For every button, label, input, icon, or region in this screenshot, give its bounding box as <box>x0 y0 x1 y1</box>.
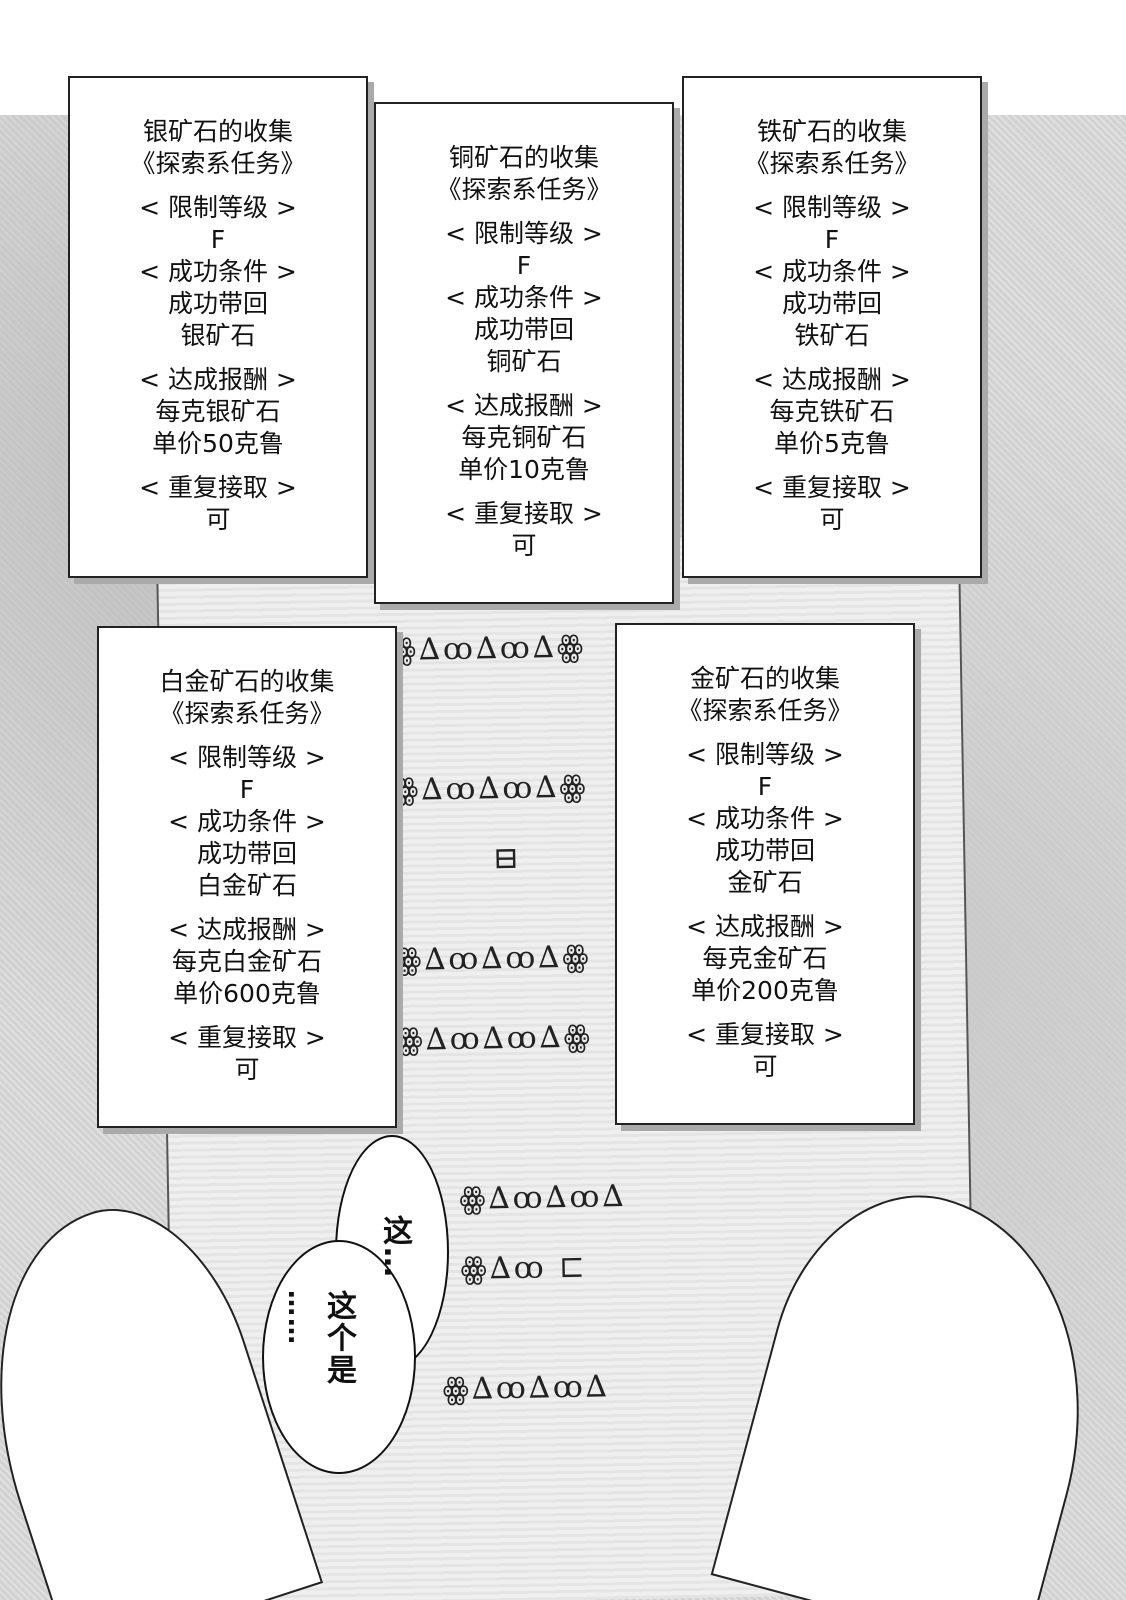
reward-label: < 达成报酬 > <box>686 912 844 941</box>
repeat-label: < 重复接取 > <box>753 473 911 502</box>
reward-text: 每克铜矿石 <box>461 423 587 452</box>
quest-title: 铁矿石的收集 <box>756 117 907 146</box>
repeat-value: 可 <box>819 505 845 534</box>
rune-text: ꙮ∆ꝏ∆ꝏ∆ꙮ <box>389 629 587 669</box>
reward-text: 单价200克鲁 <box>691 976 839 1005</box>
level-label: < 限制等级 > <box>686 740 844 769</box>
level-label: < 限制等级 > <box>168 743 326 772</box>
quest-title: 银矿石的收集 <box>142 117 293 146</box>
quest-card-silver: 银矿石的收集 《探索系任务》 < 限制等级 > F < 成功条件 > 成功带回 … <box>68 76 368 578</box>
speech-ellipsis: …… <box>282 1290 312 1346</box>
condition-label: < 成功条件 > <box>445 283 603 312</box>
rune-text: ꙮ∆ꝏ ⊏ <box>460 1249 588 1287</box>
condition-label: < 成功条件 > <box>139 257 297 286</box>
rune-text: ꙮ∆ꝏ∆ꝏ∆ꙮ <box>396 1019 594 1058</box>
speech-bubble-lower <box>262 1240 416 1474</box>
quest-category: 《探索系任务》 <box>744 149 920 178</box>
repeat-value: 可 <box>205 505 231 534</box>
level-label: < 限制等级 > <box>753 193 911 222</box>
reward-text: 每克铁矿石 <box>769 397 895 426</box>
reward-text: 单价5克鲁 <box>774 429 890 458</box>
reward-text: 每克白金矿石 <box>171 947 322 976</box>
speech-text: 这… <box>377 1215 412 1279</box>
condition-text: 银矿石 <box>180 321 256 350</box>
quest-card-copper: 铜矿石的收集 《探索系任务》 < 限制等级 > F < 成功条件 > 成功带回 … <box>374 102 674 604</box>
repeat-label: < 重复接取 > <box>168 1023 326 1052</box>
condition-text: 成功带回 <box>714 836 815 865</box>
reward-label: < 达成报酬 > <box>753 365 911 394</box>
level-value: F <box>210 225 226 254</box>
quest-category: 《探索系任务》 <box>677 696 853 725</box>
reward-label: < 达成报酬 > <box>139 365 297 394</box>
quest-category: 《探索系任务》 <box>130 149 306 178</box>
quest-title: 铜矿石的收集 <box>448 143 599 172</box>
level-label: < 限制等级 > <box>139 193 297 222</box>
reward-label: < 达成报酬 > <box>168 915 326 944</box>
quest-category: 《探索系任务》 <box>159 699 335 728</box>
level-value: F <box>757 772 773 801</box>
quest-category: 《探索系任务》 <box>436 175 612 204</box>
repeat-label: < 重复接取 > <box>139 473 297 502</box>
level-value: F <box>824 225 840 254</box>
condition-text: 铜矿石 <box>486 347 562 376</box>
condition-text: 成功带回 <box>781 289 882 318</box>
rune-text: ꙮ∆ꝏ∆ꝏ∆ꙮ <box>391 769 589 809</box>
reward-text: 每克金矿石 <box>702 944 828 973</box>
quest-card-gold: 金矿石的收集 《探索系任务》 < 限制等级 > F < 成功条件 > 成功带回 … <box>615 623 915 1125</box>
rune-text: ꙮ∆ꝏ∆ꝏ∆ <box>442 1369 610 1408</box>
condition-text: 白金矿石 <box>196 871 297 900</box>
repeat-value: 可 <box>234 1055 260 1084</box>
reward-text: 单价50克鲁 <box>152 429 284 458</box>
rune-text: ꙮ∆ꝏ∆ꝏ∆ꙮ <box>394 939 592 978</box>
condition-text: 成功带回 <box>167 289 268 318</box>
reward-text: 单价10克鲁 <box>458 455 590 484</box>
condition-text: 铁矿石 <box>794 321 870 350</box>
level-value: F <box>516 251 532 280</box>
quest-card-platinum: 白金矿石的收集 《探索系任务》 < 限制等级 > F < 成功条件 > 成功带回… <box>97 626 397 1128</box>
condition-label: < 成功条件 > <box>168 807 326 836</box>
repeat-label: < 重复接取 > <box>445 499 603 528</box>
reward-text: 每克银矿石 <box>155 397 281 426</box>
condition-label: < 成功条件 > <box>753 257 911 286</box>
rune-text: ⊟ <box>492 840 522 877</box>
level-value: F <box>239 775 255 804</box>
condition-text: 成功带回 <box>473 315 574 344</box>
level-label: < 限制等级 > <box>445 219 603 248</box>
condition-text: 金矿石 <box>727 868 803 897</box>
reward-text: 单价600克鲁 <box>173 979 321 1008</box>
quest-title: 金矿石的收集 <box>689 664 840 693</box>
condition-label: < 成功条件 > <box>686 804 844 833</box>
quest-title: 白金矿石的收集 <box>159 667 335 696</box>
rune-text: ꙮ∆ꝏ∆ꝏ∆ <box>458 1178 627 1217</box>
repeat-label: < 重复接取 > <box>686 1020 844 1049</box>
repeat-value: 可 <box>752 1052 778 1081</box>
speech-text: 这个是 <box>321 1290 356 1386</box>
condition-text: 成功带回 <box>196 839 297 868</box>
repeat-value: 可 <box>511 531 537 560</box>
reward-label: < 达成报酬 > <box>445 391 603 420</box>
quest-card-iron: 铁矿石的收集 《探索系任务》 < 限制等级 > F < 成功条件 > 成功带回 … <box>682 76 982 578</box>
